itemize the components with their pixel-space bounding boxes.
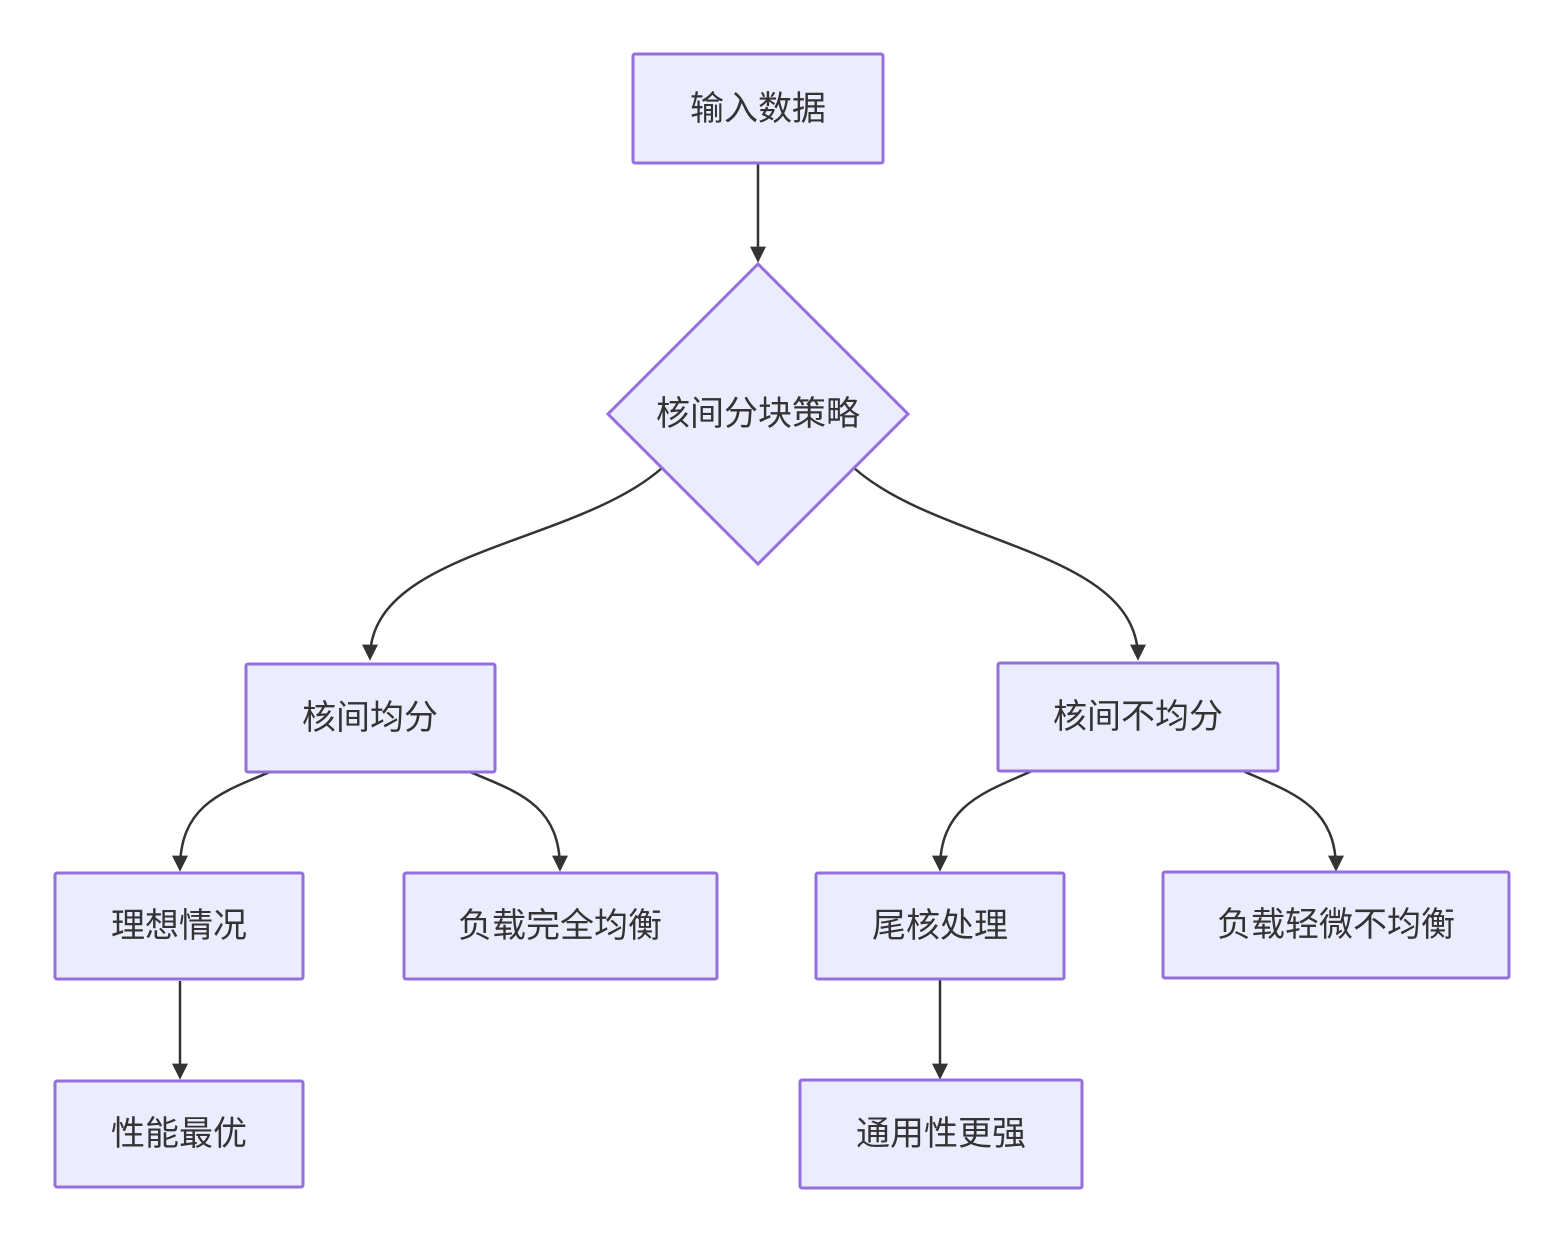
node-equal-split: 核间均分	[244, 662, 497, 774]
edge-equal-split-to-fully-balanced	[469, 770, 568, 872]
node-input: 输入数据	[631, 52, 885, 165]
node-equal-split-label: 核间均分	[302, 699, 438, 737]
node-unequal-split-box	[996, 661, 1280, 773]
node-tail-core-label: 尾核处理	[872, 907, 1008, 945]
node-unequal-split-label: 核间不均分	[1053, 698, 1223, 736]
node-fully-balanced-box	[402, 871, 719, 981]
node-slightly-unbalanced-label: 负载轻微不均衡	[1217, 906, 1455, 944]
node-ideal-case: 理想情况	[53, 871, 305, 981]
edge-strategy-to-equal-split	[362, 467, 663, 661]
edge-strategy-to-unequal-split	[853, 467, 1146, 661]
node-more-general: 通用性更强	[798, 1078, 1084, 1190]
node-best-performance-box	[53, 1079, 305, 1189]
node-fully-balanced: 负载完全均衡	[402, 871, 719, 981]
node-slightly-unbalanced-box	[1161, 870, 1511, 980]
node-fully-balanced-label: 负载完全均衡	[458, 907, 662, 945]
node-ideal-case-box	[53, 871, 305, 981]
node-input-box	[631, 52, 885, 165]
node-best-performance: 性能最优	[53, 1079, 305, 1189]
node-ideal-case-label: 理想情况	[111, 907, 247, 945]
node-slightly-unbalanced: 负载轻微不均衡	[1161, 870, 1511, 980]
node-strategy-diamond	[605, 261, 911, 567]
node-best-performance-label: 性能最优	[111, 1115, 247, 1153]
edge-unequal-split-to-tail-core	[932, 769, 1033, 872]
node-input-label: 输入数据	[690, 90, 826, 128]
edge-unequal-split-to-slightly-unbalanced	[1242, 769, 1344, 872]
edge-equal-split-to-ideal-case	[172, 770, 271, 872]
node-unequal-split: 核间不均分	[996, 661, 1280, 773]
node-more-general-box	[798, 1078, 1084, 1190]
node-strategy-label: 核间分块策略	[656, 395, 860, 433]
node-tail-core-box	[814, 871, 1066, 981]
edge-layer	[172, 163, 1344, 1080]
node-equal-split-box	[244, 662, 497, 774]
node-tail-core: 尾核处理	[814, 871, 1066, 981]
node-more-general-label: 通用性更强	[856, 1115, 1026, 1153]
node-strategy: 核间分块策略	[605, 261, 911, 567]
